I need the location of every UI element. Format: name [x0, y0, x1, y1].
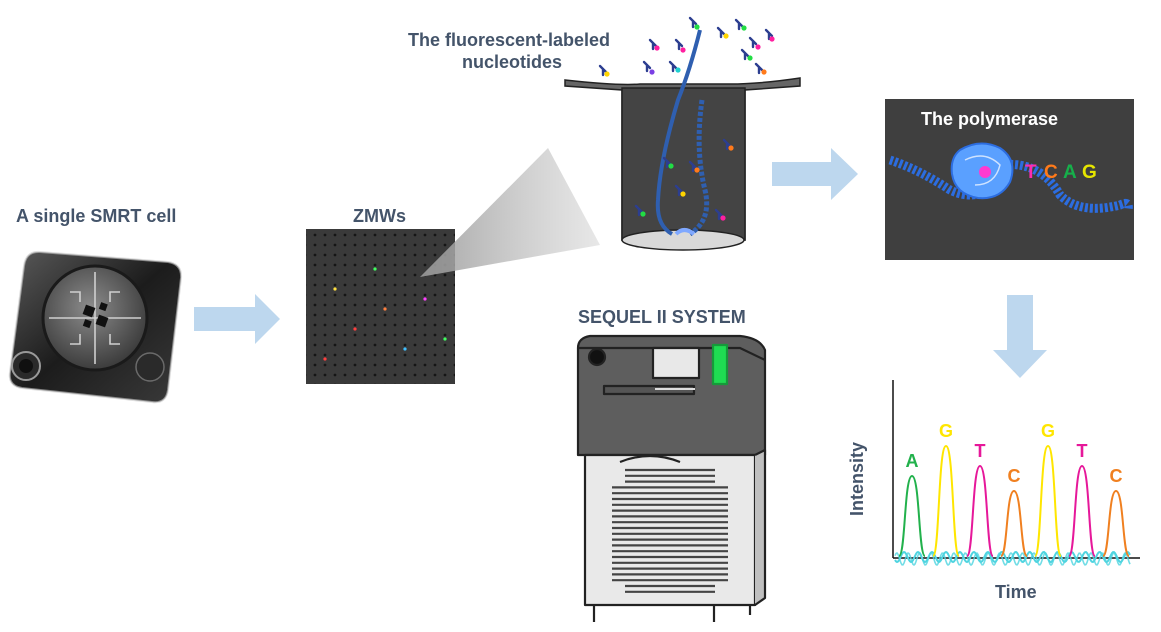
polymerase-base-a: A — [1063, 162, 1077, 183]
arrow-polymerase-to-trace — [993, 295, 1047, 378]
nucleotide-particles — [598, 16, 775, 221]
polymerase-label: The polymerase — [921, 109, 1058, 129]
trace-peak-label-5: G — [1041, 421, 1055, 441]
arrow-group — [194, 148, 1047, 378]
zmws-label: ZMWs — [353, 206, 406, 226]
smrt-cell-image — [8, 250, 183, 404]
sequel-label: SEQUEL II SYSTEM — [578, 307, 746, 327]
trace-peak-4 — [1000, 489, 1028, 557]
trace-peak-3 — [966, 464, 994, 557]
nucleotides-label-line1: The fluorescent-labeled — [408, 30, 611, 50]
arrow-well-to-polymerase — [772, 148, 858, 200]
trace-peak-7 — [1102, 489, 1130, 557]
arrow-cell-to-zmws — [194, 294, 280, 344]
trace-peak-label-6: T — [1077, 441, 1088, 461]
trace-peak-label-4: C — [1008, 466, 1021, 486]
trace-peak-6 — [1068, 464, 1096, 557]
trace-peak-2 — [932, 444, 960, 557]
nucleotides-label-line2: nucleotides — [462, 52, 563, 72]
polymerase-base-t: T — [1025, 162, 1037, 183]
sequel-instrument-image — [576, 334, 767, 622]
zmw-well-image — [564, 29, 801, 251]
polymerase-base-c: C — [1044, 162, 1058, 183]
smrt-cell-label: A single SMRT cell — [16, 206, 177, 226]
polymerase-base-g: G — [1082, 162, 1097, 183]
trace-peak-label-2: G — [939, 421, 953, 441]
zoom-cone — [420, 148, 600, 277]
trace-peak-label-3: T — [975, 441, 986, 461]
trace-peak-1 — [898, 474, 926, 557]
trace-peak-label-1: A — [906, 451, 919, 471]
zmw-array-image — [306, 229, 455, 384]
time-axis-label: Time — [995, 582, 1037, 602]
trace-peak-5 — [1034, 444, 1062, 557]
trace-peak-label-7: C — [1110, 466, 1123, 486]
